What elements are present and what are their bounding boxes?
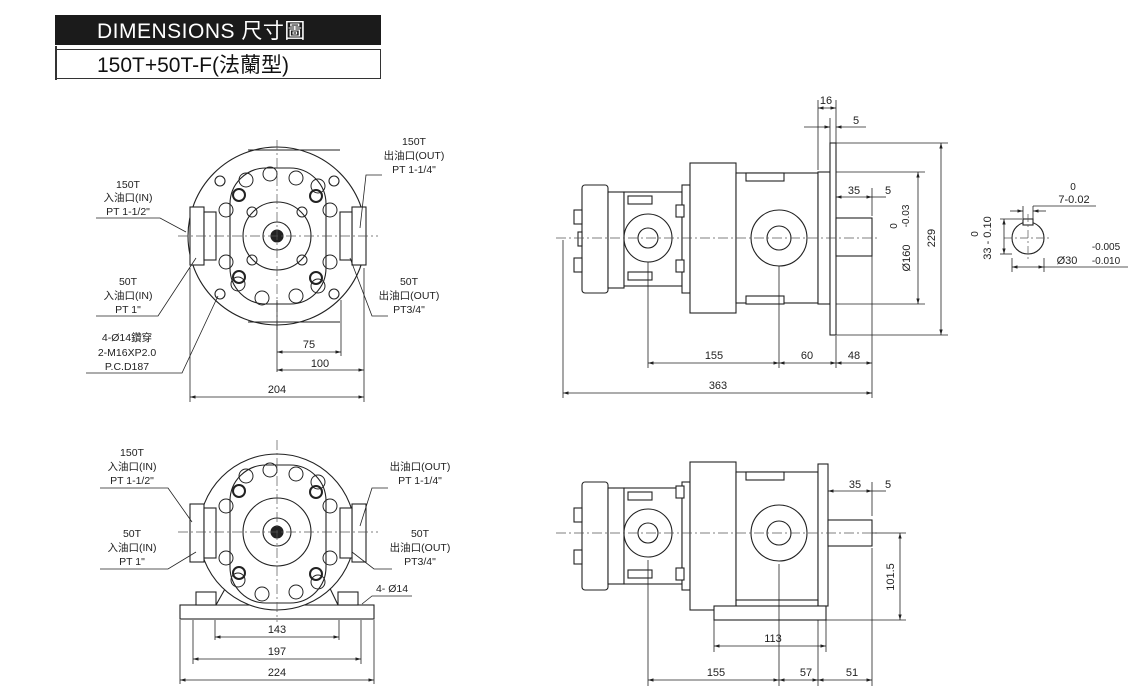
dim-v4-35: 35: [849, 479, 861, 491]
label-v1-out50: 50T 出油口(OUT) PT3/4": [379, 276, 440, 316]
dims-v2: [562, 100, 948, 398]
front-view-centerlines: [178, 140, 378, 332]
label-v3-in50: 50T 入油口(IN) PT 1": [108, 528, 157, 568]
label-v1-in150: 150T 入油口(IN) PT 1-1/2": [104, 179, 153, 218]
svg-text:150T: 150T: [116, 179, 141, 191]
dim-v4-51: 51: [846, 667, 858, 679]
dim-v2-229: 229: [926, 229, 938, 247]
header-title: DIMENSIONS 尺寸圖: [55, 15, 381, 45]
svg-text:入油口(IN): 入油口(IN): [104, 191, 153, 204]
dim-key-33: 33 - 0.10: [982, 216, 994, 259]
dim-v2-5b: 5: [885, 185, 891, 197]
label-v3-in150: 150T 入油口(IN) PT 1-1/2": [108, 447, 157, 487]
leaders-v3: [100, 487, 412, 605]
svg-text:PT 1-1/2": PT 1-1/2": [106, 206, 150, 218]
svg-text:2-M16XP2.0: 2-M16XP2.0: [98, 347, 157, 359]
svg-text:PT 1-1/4": PT 1-1/4": [398, 475, 442, 487]
dims-v1: [189, 268, 365, 402]
svg-text:PT 1-1/2": PT 1-1/2": [110, 475, 154, 487]
label-v1-out150: 150T 出油口(OUT) PT 1-1/4": [384, 136, 445, 176]
dims-key: [1000, 205, 1128, 272]
dim-v1-75: 75: [303, 339, 315, 351]
svg-text:出油口(OUT): 出油口(OUT): [384, 149, 445, 162]
dim-v2-5a: 5: [853, 115, 859, 127]
dim-key-left0: 0: [970, 231, 981, 237]
svg-text:150T: 150T: [402, 136, 427, 148]
dim-v2-363: 363: [709, 380, 727, 392]
dim-v4-113: 113: [764, 633, 782, 645]
dim-key-tolA: -0.005: [1092, 242, 1121, 253]
svg-text:PT3/4": PT3/4": [404, 556, 436, 568]
svg-text:出油口(OUT): 出油口(OUT): [390, 460, 451, 473]
svg-text:50T: 50T: [411, 528, 430, 540]
dim-v2-16: 16: [820, 95, 832, 107]
dim-v2-160: Ø160: [901, 245, 913, 272]
label-v1-bolt: 4-Ø14鑽穿 2-M16XP2.0 P.C.D187: [98, 331, 157, 373]
svg-text:50T: 50T: [123, 528, 142, 540]
dims-v3: [179, 620, 375, 684]
dim-v1-100: 100: [311, 358, 329, 370]
dim-v2-155: 155: [705, 350, 723, 362]
dim-v2-35: 35: [848, 185, 860, 197]
label-v3-hole: 4- Ø14: [376, 583, 408, 595]
dim-v4-101: 101.5: [885, 563, 897, 591]
svg-text:50T: 50T: [119, 276, 138, 288]
side-view-body: [573, 142, 873, 336]
label-v3-out50: 50T 出油口(OUT) PT3/4": [390, 528, 451, 568]
dim-v2-60: 60: [801, 350, 813, 362]
svg-text:入油口(IN): 入油口(IN): [108, 541, 157, 554]
svg-text:入油口(IN): 入油口(IN): [108, 460, 157, 473]
label-v1-in50: 50T 入油口(IN) PT 1": [104, 276, 153, 316]
dim-v3-197: 197: [268, 646, 286, 658]
svg-text:PT 1": PT 1": [119, 556, 145, 568]
leaders-v1: [86, 174, 388, 374]
dim-v2-tol160a: 0: [889, 223, 900, 229]
dim-v3-224: 224: [268, 667, 286, 679]
dim-v4-5: 5: [885, 479, 891, 491]
dim-v2-tol160b: -0.03: [901, 204, 912, 227]
svg-text:PT3/4": PT3/4": [393, 304, 425, 316]
dim-v4-155: 155: [707, 667, 725, 679]
svg-text:P.C.D187: P.C.D187: [105, 361, 149, 373]
svg-text:出油口(OUT): 出油口(OUT): [379, 289, 440, 302]
label-v3-out150: 出油口(OUT) PT 1-1/4": [390, 460, 451, 487]
dim-v3-143: 143: [268, 624, 286, 636]
dim-v1-204: 204: [268, 384, 286, 396]
dims-v4: [647, 482, 906, 686]
svg-text:入油口(IN): 入油口(IN): [104, 289, 153, 302]
dim-key-30: Ø30: [1057, 255, 1078, 267]
dim-v2-48: 48: [848, 350, 860, 362]
dim-key-tolB: -0.010: [1092, 256, 1121, 267]
dim-key-7: 7-0.02: [1058, 194, 1089, 206]
svg-text:150T: 150T: [120, 447, 145, 459]
svg-text:4-Ø14鑽穿: 4-Ø14鑽穿: [102, 331, 152, 344]
dim-v4-57: 57: [800, 667, 812, 679]
bolt-holes: [218, 166, 338, 306]
dim-key-top0: 0: [1070, 182, 1076, 193]
side-view-foot: [573, 461, 873, 621]
header-model: 150T+50T-F(法蘭型): [55, 46, 381, 80]
svg-text:50T: 50T: [400, 276, 419, 288]
svg-text:PT 1-1/4": PT 1-1/4": [392, 164, 436, 176]
svg-text:出油口(OUT): 出油口(OUT): [390, 541, 451, 554]
svg-text:PT 1": PT 1": [115, 304, 141, 316]
